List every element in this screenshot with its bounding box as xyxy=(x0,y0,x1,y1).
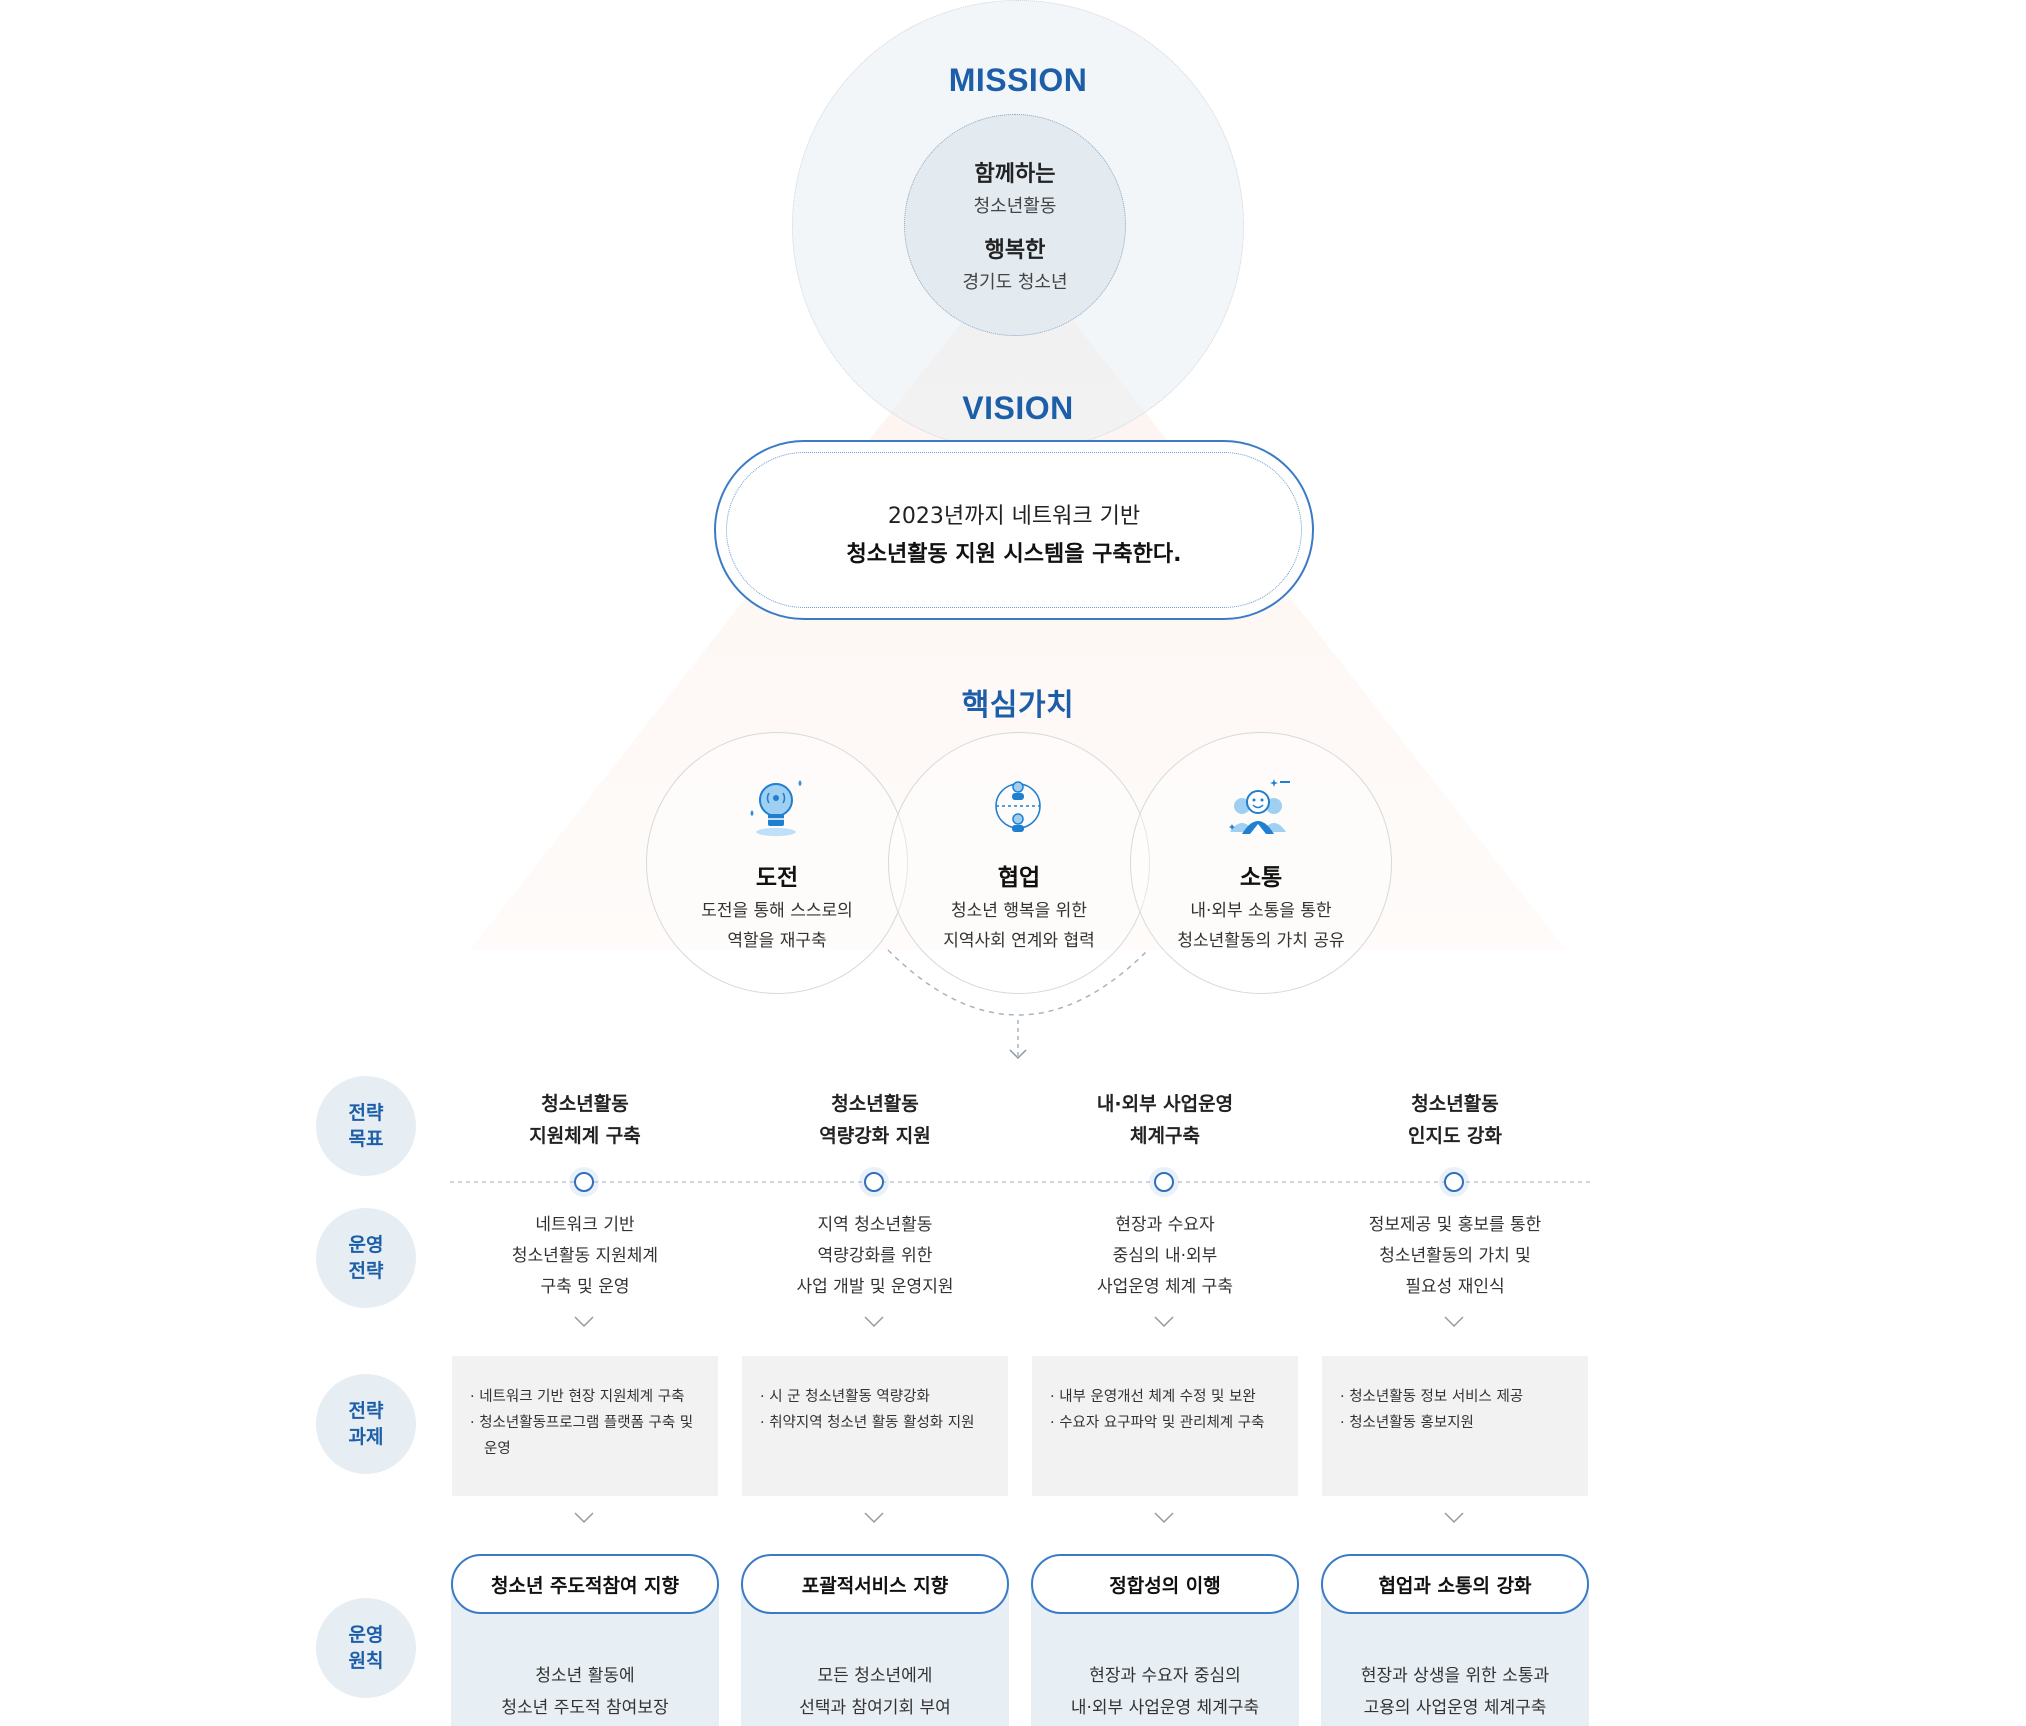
timeline-node xyxy=(864,1172,884,1192)
chevron-down-icon xyxy=(574,1512,594,1524)
vision-inner-border xyxy=(726,452,1302,608)
task-item: · 청소년활동 정보 서비스 제공 xyxy=(1340,1389,1524,1405)
chevron-down-icon xyxy=(1154,1512,1174,1524)
vision-line1: 2023년까지 네트워크 기반 xyxy=(887,504,1141,529)
timeline-node xyxy=(574,1172,594,1192)
lightbulb-icon xyxy=(750,780,802,836)
task-box: · 시 군 청소년활동 역량강화 · 취약지역 청소년 활동 활성화 지원 xyxy=(742,1356,1008,1496)
value-circle-communication xyxy=(1130,732,1392,994)
collaboration-icon xyxy=(995,781,1041,832)
value-desc-collaboration-2: 지역사회 연계와 협력 xyxy=(943,931,1095,951)
value-desc-challenge-1: 도전을 통해 스스로의 xyxy=(701,901,853,921)
chevron-down-icon xyxy=(864,1316,884,1328)
chevron-down-icon xyxy=(1444,1512,1464,1524)
task-item: · 수요자 요구파악 및 관리체계 구축 xyxy=(1050,1415,1265,1431)
chevron-down-icon xyxy=(1154,1316,1174,1328)
value-desc-communication-2: 청소년활동의 가치 공유 xyxy=(1177,931,1345,951)
mission-line2-strong: 행복한 xyxy=(984,238,1046,263)
value-title-communication: 소통 xyxy=(1239,865,1283,891)
people-icon xyxy=(1229,779,1290,834)
task-box: · 내부 운영개선 체계 수정 및 보완 · 수요자 요구파악 및 관리체계 구… xyxy=(1032,1356,1298,1496)
task-item: · 네트워크 기반 현장 지원체계 구축 xyxy=(470,1389,685,1405)
value-title-challenge: 도전 xyxy=(755,865,799,891)
mission-line1-strong: 함께하는 xyxy=(974,162,1056,187)
task-item: · 취약지역 청소년 활동 활성화 지원 xyxy=(760,1415,975,1431)
value-desc-challenge-2: 역할을 재구축 xyxy=(727,931,827,951)
value-circle-collaboration xyxy=(888,732,1150,994)
task-item: · 내부 운영개선 체계 수정 및 보완 xyxy=(1050,1389,1256,1405)
value-circle-challenge xyxy=(646,732,908,994)
principle-title: 협업과 소통의 강화 xyxy=(1321,1554,1589,1614)
task-box: · 청소년활동 정보 서비스 제공 · 청소년활동 홍보지원 xyxy=(1322,1356,1588,1496)
task-item: · 시 군 청소년활동 역량강화 xyxy=(760,1389,930,1405)
timeline-node xyxy=(1444,1172,1464,1192)
mission-inner-circle xyxy=(904,114,1126,336)
principle-title: 포괄적서비스 지향 xyxy=(741,1554,1009,1614)
principle-title: 청소년 주도적참여 지향 xyxy=(451,1554,719,1614)
task-box: · 네트워크 기반 현장 지원체계 구축 · 청소년활동프로그램 플랫폼 구축 … xyxy=(452,1356,718,1496)
mission-title: MISSION xyxy=(948,62,1088,98)
chevron-down-icon xyxy=(1444,1316,1464,1328)
principle-title: 정합성의 이행 xyxy=(1031,1554,1299,1614)
chevron-down-icon xyxy=(864,1512,884,1524)
vision-line2: 청소년활동 지원 시스템을 구축한다. xyxy=(846,542,1182,567)
timeline-node xyxy=(1154,1172,1174,1192)
vision-box xyxy=(714,440,1314,620)
vision-title: VISION xyxy=(962,390,1074,426)
value-desc-communication-1: 내·외부 소통을 통한 xyxy=(1190,901,1332,921)
core-values-title: 핵심가치 xyxy=(961,688,1075,723)
mission-line1-sub: 청소년활동 xyxy=(973,196,1057,217)
mission-line2-sub: 경기도 청소년 xyxy=(962,272,1068,293)
task-item: · 청소년활동 홍보지원 xyxy=(1340,1415,1474,1431)
value-title-collaboration: 협업 xyxy=(997,865,1041,891)
value-desc-collaboration-1: 청소년 행복을 위한 xyxy=(951,901,1087,921)
task-item: · 청소년활동프로그램 플랫폼 구축 및 운영 xyxy=(470,1415,694,1457)
chevron-down-icon xyxy=(574,1316,594,1328)
